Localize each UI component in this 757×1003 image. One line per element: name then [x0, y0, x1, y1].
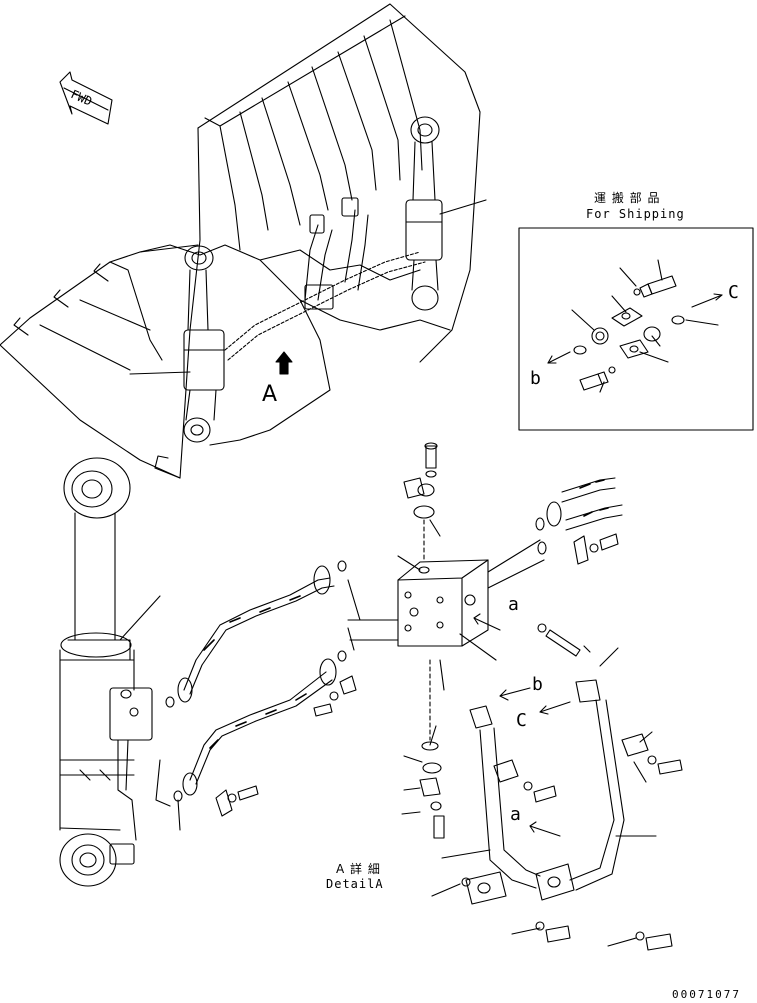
ref-b-label-2: b: [532, 674, 543, 695]
shipping-title-jp: 運 搬 部 品: [594, 191, 661, 205]
boom-cylinder-right-top: [405, 116, 443, 311]
ref-c-label-2: C: [516, 710, 527, 731]
view-a-label: A: [262, 382, 278, 407]
lower-pipes: [465, 679, 625, 905]
drawing-number: 00071077: [672, 988, 741, 1001]
boom-cylinder-detail: [59, 457, 153, 887]
shipping-parts: [547, 259, 723, 393]
ref-a-label-2: a: [510, 804, 521, 825]
for-shipping-box: [518, 227, 754, 431]
shipping-title-en: For Shipping: [586, 207, 685, 221]
reference-arrows: [473, 613, 571, 837]
fwd-arrow: [59, 71, 113, 125]
ref-b-label-1: b: [530, 368, 541, 389]
detail-title-jp: A 詳 細: [336, 862, 381, 876]
ref-a-label-1: a: [508, 594, 519, 615]
leader-lines-lower: [119, 519, 657, 947]
lower-fittings: [419, 659, 683, 951]
clamp-bolts-middle: [215, 675, 357, 817]
boom-cylinder-left-top: [183, 245, 225, 443]
valve-block: [347, 539, 545, 647]
detail-title-en: DetailA: [326, 877, 384, 891]
valve-side-bolt: [537, 623, 591, 657]
hose-lines-top: [224, 197, 426, 361]
hose-pipes-detail: [165, 560, 347, 802]
right-pipe-lines: [535, 477, 623, 565]
machine-body: [0, 3, 481, 479]
ref-c-label-1: C: [728, 282, 739, 303]
view-a-arrow: [275, 351, 293, 375]
valve-top-parts: [403, 442, 438, 561]
leader-lines-top: [129, 199, 487, 375]
